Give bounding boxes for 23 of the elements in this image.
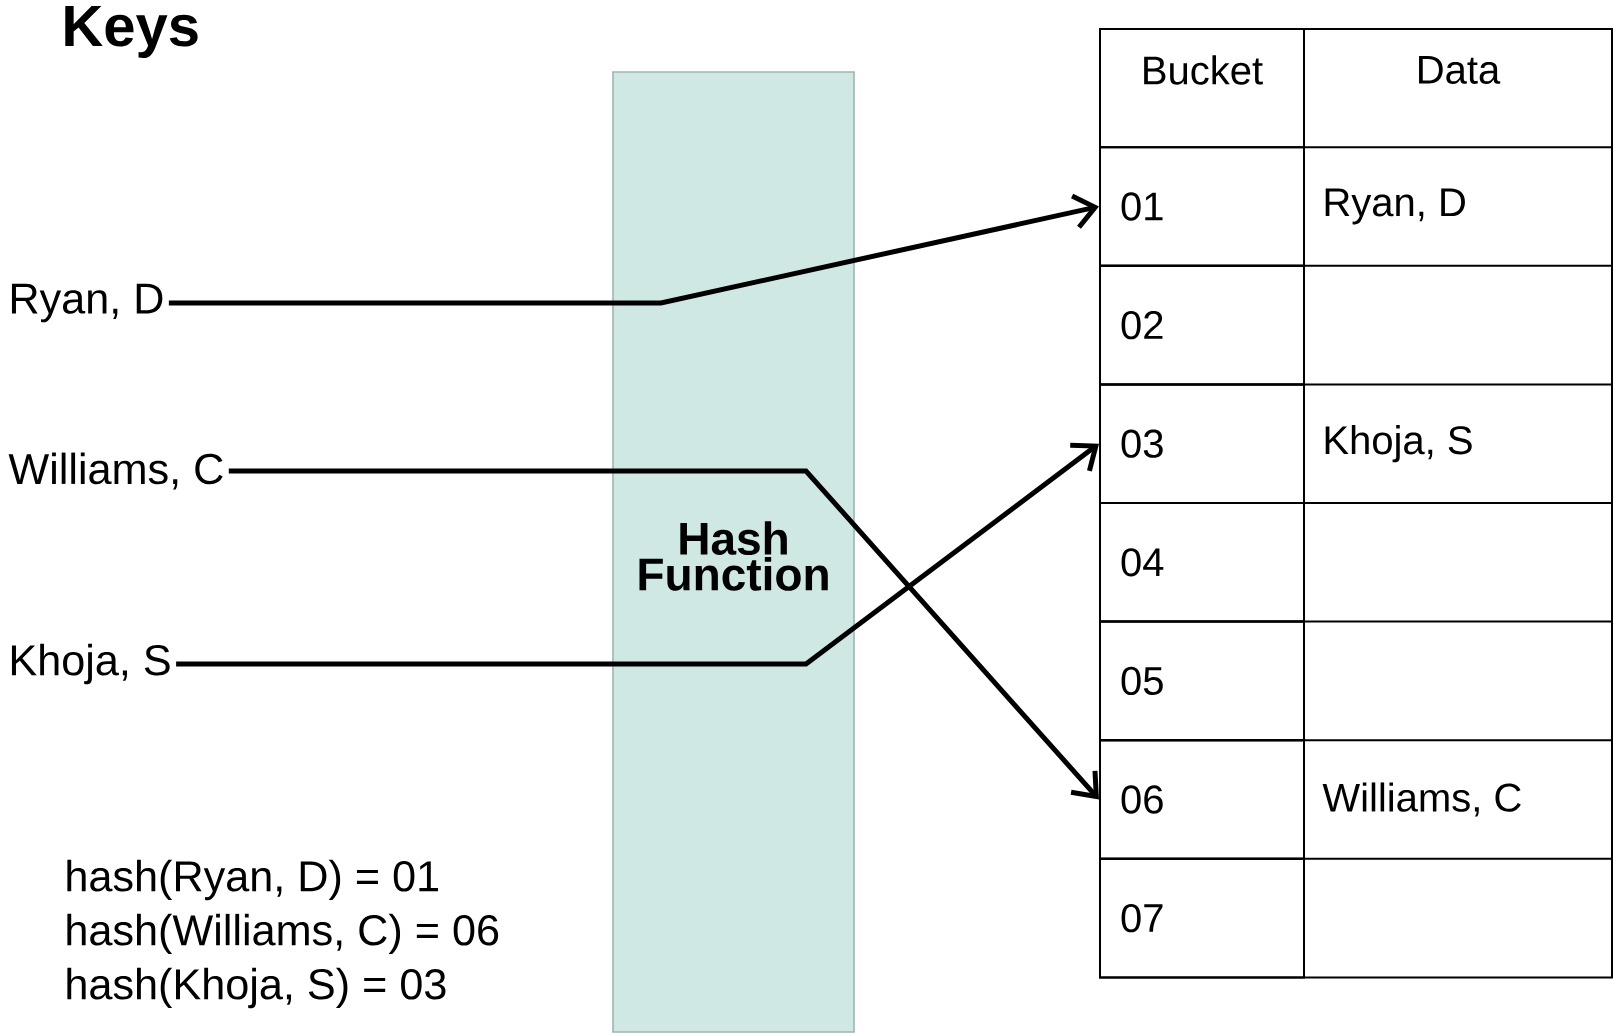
key-text: Williams, C [8,452,223,490]
arrow [168,193,1099,306]
key-text: Ryan, D [11,283,163,323]
arrow [176,442,1099,667]
table-cell: Williams, C [1322,782,1521,817]
band-label: Hash Function [639,521,828,591]
bucket-cell: 01 [1099,146,1305,267]
title: Keys [65,6,198,58]
bucket-cell: 03 [1099,383,1305,504]
hash-equation: hash(Williams, C) = 06 [67,913,499,955]
column-header: Bucket [1144,55,1263,85]
hash-equation: hash(Ryan, D) = 01 [67,859,438,901]
table-cell: Ryan, D [1325,188,1465,225]
bucket-cell: 07 [1099,857,1305,979]
bucket-cell: 02 [1099,264,1305,386]
column-header: Data [1419,56,1501,84]
arrow [228,468,1099,800]
table-cell: Khoja, S [1325,425,1472,463]
key-text: Khoja, S [11,643,170,685]
bucket-cell: 04 [1099,502,1305,623]
bucket-cell: 06 [1099,739,1305,860]
bucket-cell: 05 [1099,620,1305,742]
hash-equation: hash(Khoja, S) = 03 [67,967,446,1009]
